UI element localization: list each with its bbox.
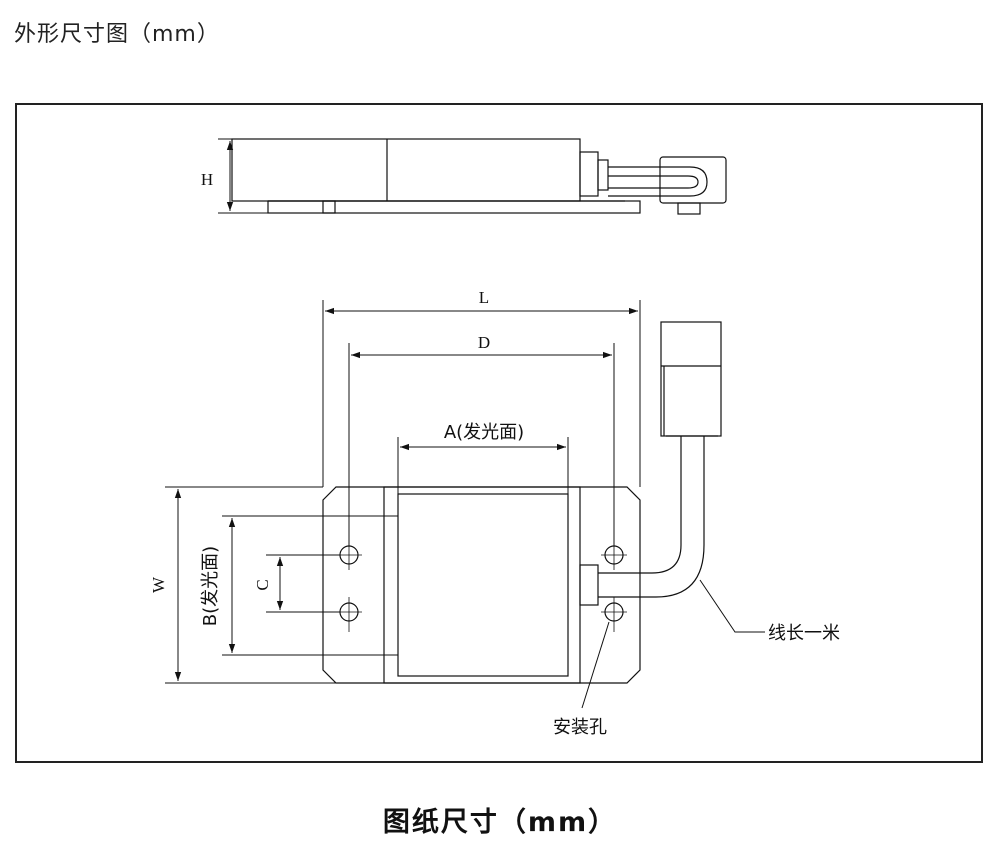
label-W: W — [149, 576, 168, 593]
side-view — [231, 138, 727, 215]
top-view-plug — [660, 321, 722, 437]
top-view-cable-gland — [579, 564, 599, 606]
mounting-holes — [336, 540, 627, 632]
callout-cable-length: 线长一米 — [699, 579, 840, 644]
dimension-C: C — [253, 554, 340, 613]
emitting-surface — [397, 493, 569, 677]
top-view-base-plate — [322, 486, 641, 684]
label-H: H — [201, 170, 213, 189]
label-D: D — [478, 333, 490, 352]
dimension-L: L — [322, 288, 641, 487]
label-C: C — [253, 579, 272, 590]
drawing-caption: 图纸尺寸（mm） — [382, 807, 618, 838]
page-title: 外形尺寸图（mm） — [14, 22, 220, 47]
dimension-D: D — [348, 333, 615, 546]
label-B: B(发光面) — [200, 546, 221, 626]
side-view-body — [231, 138, 581, 202]
side-view-connector-block — [579, 151, 599, 197]
label-A: A(发光面) — [444, 422, 524, 443]
top-view-cable — [598, 436, 705, 598]
dimension-B: B(发光面) — [200, 515, 398, 656]
callout-mounting-hole: 安装孔 — [553, 621, 610, 738]
top-view-housing — [383, 486, 581, 684]
dimension-A: A(发光面) — [397, 422, 569, 494]
dimension-W: W — [149, 486, 336, 684]
dimension-H: H — [201, 138, 268, 214]
label-mounting-hole: 安装孔 — [553, 717, 607, 738]
drawing-frame — [15, 103, 983, 763]
label-L: L — [479, 288, 489, 307]
top-view — [322, 321, 722, 684]
side-view-base-plate — [267, 200, 641, 214]
side-view-cable — [608, 166, 708, 197]
label-cable-length: 线长一米 — [768, 623, 840, 644]
